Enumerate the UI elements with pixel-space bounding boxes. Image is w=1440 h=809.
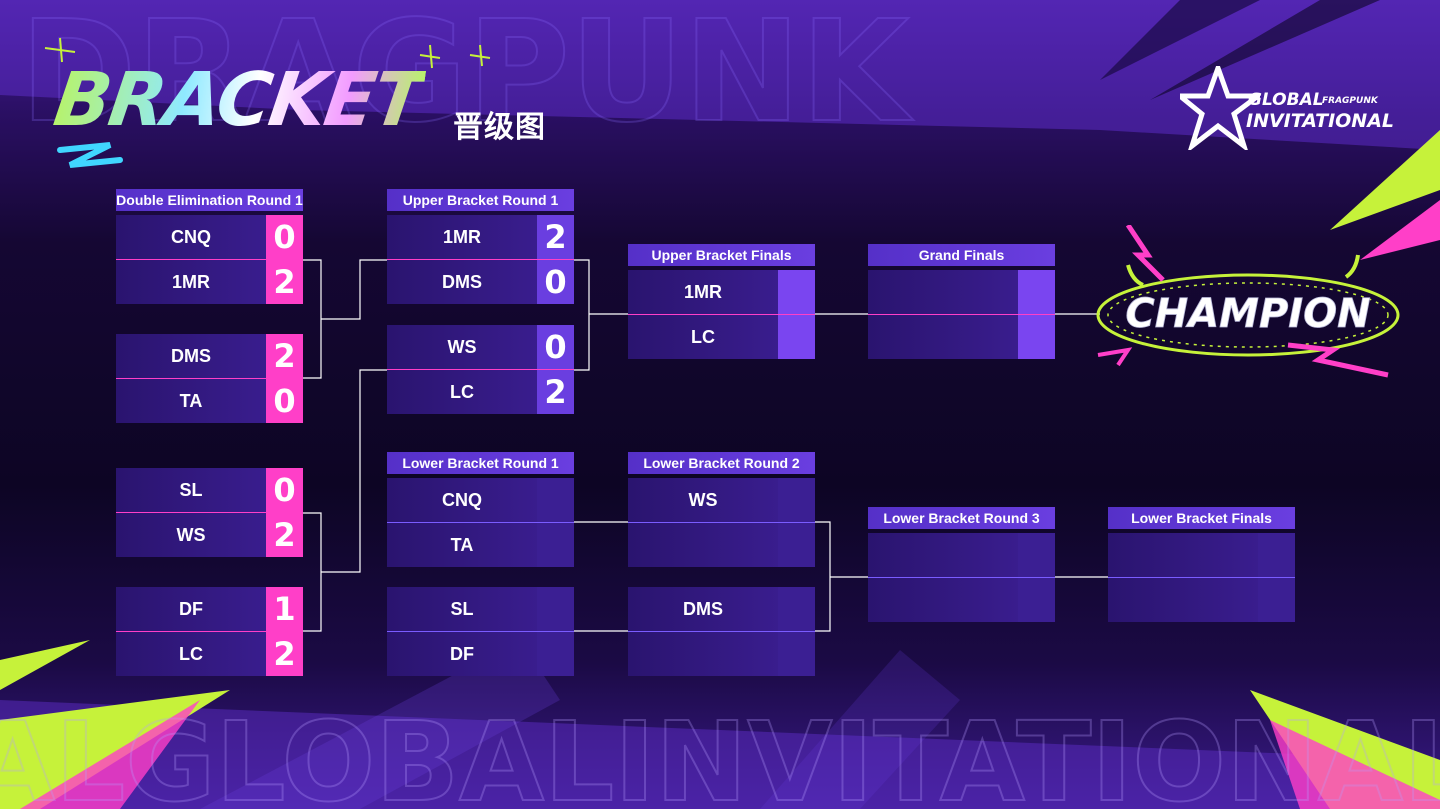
- champion-emblem: CHAMPION: [1096, 225, 1400, 378]
- team-score: [778, 315, 815, 359]
- header-double-elim-r1: Double Elimination Round 1: [116, 189, 303, 211]
- team-score: 2: [266, 513, 303, 557]
- background-watermark-bottom: ALGLOBALINVITATIONAL: [0, 698, 1440, 809]
- logo-global: GLOBAL: [1248, 90, 1324, 110]
- match-lb1b[interactable]: SL DF: [387, 587, 574, 677]
- team-score: [537, 632, 574, 676]
- team-score: [1018, 578, 1055, 622]
- match-ub1[interactable]: 1MR 2 DMS 0: [387, 215, 574, 305]
- team-score: 1: [266, 587, 303, 631]
- team-name: 1MR: [442, 227, 481, 247]
- team-name: WS: [447, 337, 477, 357]
- team-name: TA: [450, 535, 474, 555]
- team-score: 0: [537, 260, 574, 304]
- team-name: DF: [179, 599, 203, 619]
- team-name: 1MR: [171, 272, 210, 292]
- team-score: [1018, 270, 1055, 314]
- team-score: 0: [266, 468, 303, 512]
- team-name: WS: [176, 525, 206, 545]
- match-de3[interactable]: SL 0 WS 2: [116, 468, 303, 558]
- team-score: [537, 587, 574, 631]
- team-score: [537, 523, 574, 567]
- team-name: SL: [450, 599, 474, 619]
- champion-label: CHAMPION: [1125, 291, 1370, 337]
- match-de2[interactable]: DMS 2 TA 0: [116, 334, 303, 424]
- match-de1[interactable]: CNQ 0 1MR 2: [116, 215, 303, 305]
- team-name: [1108, 578, 1258, 622]
- star-icon: [1180, 66, 1260, 150]
- team-name: SL: [179, 480, 203, 500]
- match-grand-finals[interactable]: [868, 270, 1055, 360]
- team-name: DMS: [683, 599, 723, 619]
- logo-invitational: INVITATIONAL: [1246, 110, 1395, 132]
- team-score: 0: [537, 325, 574, 369]
- team-score: [778, 270, 815, 314]
- match-upper-finals[interactable]: 1MR LC: [628, 270, 815, 360]
- team-score: [1258, 533, 1295, 577]
- team-score: [778, 478, 815, 522]
- team-name: DMS: [442, 272, 482, 292]
- team-name: [628, 632, 778, 676]
- team-name: [628, 523, 778, 567]
- header-lower-r3: Lower Bracket Round 3: [868, 507, 1055, 529]
- match-lb2b[interactable]: DMS: [628, 587, 815, 677]
- team-score: 2: [266, 334, 303, 378]
- team-name: [868, 533, 1018, 577]
- header-grand-finals: Grand Finals: [868, 244, 1055, 266]
- header-lower-r1: Lower Bracket Round 1: [387, 452, 574, 474]
- match-de4[interactable]: DF 1 LC 2: [116, 587, 303, 677]
- team-name: LC: [450, 382, 474, 402]
- team-name: CNQ: [171, 227, 211, 247]
- team-score: [1258, 578, 1295, 622]
- team-score: 0: [266, 379, 303, 423]
- team-score: [537, 478, 574, 522]
- team-score: [778, 587, 815, 631]
- team-score: 0: [266, 215, 303, 259]
- background-watermark-top: DRAGPUNK: [20, 0, 914, 154]
- header-upper-finals: Upper Bracket Finals: [628, 244, 815, 266]
- match-lb3[interactable]: [868, 533, 1055, 623]
- team-name: LC: [691, 327, 715, 347]
- team-name: [868, 270, 1018, 314]
- team-name: TA: [179, 391, 203, 411]
- team-name: DF: [450, 644, 474, 664]
- team-name: WS: [688, 490, 718, 510]
- header-lower-r2: Lower Bracket Round 2: [628, 452, 815, 474]
- header-upper-r1: Upper Bracket Round 1: [387, 189, 574, 211]
- bracket-title: BRACKET 晋级图: [49, 57, 615, 150]
- match-lb2a[interactable]: WS: [628, 478, 815, 568]
- team-score: 2: [266, 260, 303, 304]
- team-name: [868, 578, 1018, 622]
- team-score: [1018, 533, 1055, 577]
- team-score: 2: [266, 632, 303, 676]
- team-name: [1108, 533, 1258, 577]
- team-name: CNQ: [442, 490, 482, 510]
- match-lower-finals[interactable]: [1108, 533, 1295, 623]
- team-score: [778, 632, 815, 676]
- match-lb1a[interactable]: CNQ TA: [387, 478, 574, 568]
- team-name: LC: [179, 644, 203, 664]
- header-lower-finals: Lower Bracket Finals: [1108, 507, 1295, 529]
- logo-fragpunk: FRAGPUNK: [1322, 96, 1378, 106]
- event-logo: GLOBAL FRAGPUNK INVITATIONAL: [1180, 66, 1410, 150]
- title-sub: 晋级图: [453, 110, 546, 145]
- team-score: 2: [537, 215, 574, 259]
- team-score: [1018, 315, 1055, 359]
- team-name: [868, 315, 1018, 359]
- team-name: DMS: [171, 346, 211, 366]
- match-ub2[interactable]: WS 0 LC 2: [387, 325, 574, 415]
- team-name: 1MR: [683, 282, 722, 302]
- team-score: [778, 523, 815, 567]
- team-score: 2: [537, 370, 574, 414]
